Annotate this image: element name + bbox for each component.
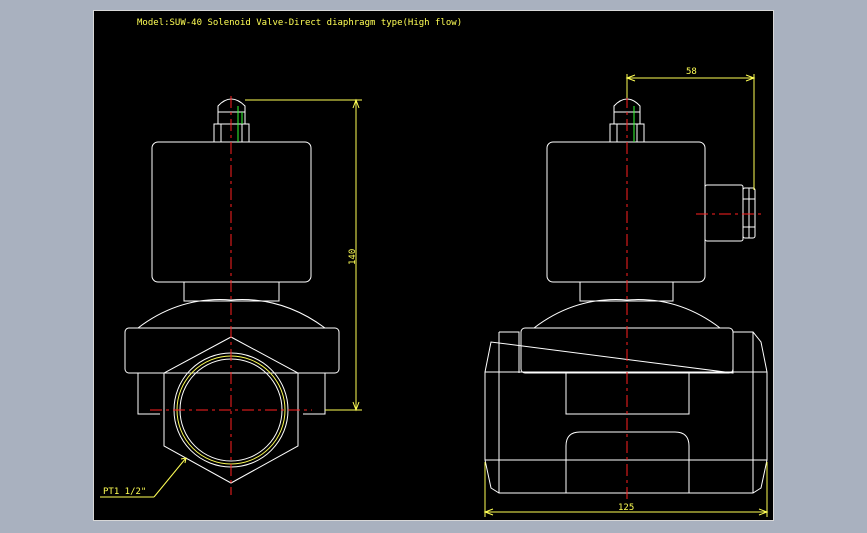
body-side <box>484 331 768 494</box>
offset-label: 58 <box>686 67 697 77</box>
bonnet-dome <box>137 299 326 329</box>
cap-accent <box>237 106 243 142</box>
centerlines-front <box>150 96 312 495</box>
body-flange <box>124 327 340 374</box>
side-view <box>484 98 768 494</box>
height-label: 140 <box>348 249 358 265</box>
height-dimension <box>245 98 362 412</box>
width-dimension <box>483 462 769 517</box>
thread-leader <box>100 457 187 498</box>
drawing-title: Model:SUW-40 Solenoid Valve-Direct diaph… <box>137 18 462 28</box>
cad-drawing: Model:SUW-40 Solenoid Valve-Direct diaph… <box>100 18 769 517</box>
thread-callout: PT1 1/2" <box>103 487 146 497</box>
body-lower <box>137 373 326 415</box>
centerlines-side <box>626 96 762 500</box>
coil-housing-side <box>546 141 706 283</box>
front-view <box>124 98 340 484</box>
body-hub-lower <box>565 431 690 493</box>
drawing-canvas: Model:SUW-40 Solenoid Valve-Direct diaph… <box>93 10 774 521</box>
width-label: 125 <box>618 503 634 513</box>
bonnet-dome-side <box>533 299 721 329</box>
offset-dimension <box>625 74 756 190</box>
connector-box <box>704 184 744 242</box>
